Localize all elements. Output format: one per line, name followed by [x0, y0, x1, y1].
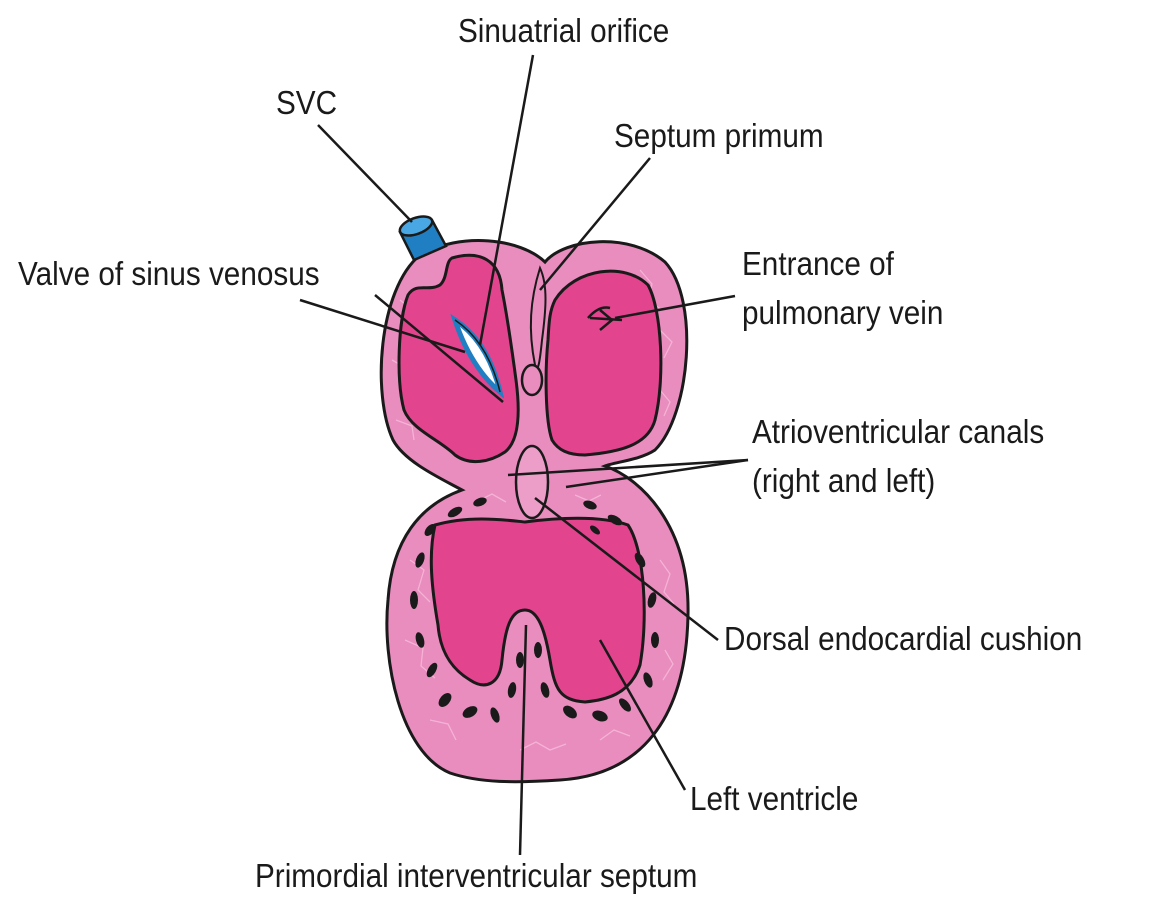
foramen — [522, 365, 542, 395]
label-entrance-of: Entrance of — [742, 245, 894, 283]
label-svc: SVC — [276, 84, 337, 122]
left-atrium-cavity — [546, 271, 661, 455]
dorsal-endocardial-cushion — [516, 446, 548, 518]
label-septum-primum: Septum primum — [614, 117, 824, 155]
label-primordial-interventricular-septum: Primordial interventricular septum — [255, 857, 697, 895]
label-left-ventricle: Left ventricle — [690, 780, 858, 818]
label-dorsal-endocardial-cushion: Dorsal endocardial cushion — [724, 620, 1082, 658]
label-right-and-left: (right and left) — [752, 462, 935, 500]
label-valve-of-sinus-venosus: Valve of sinus venosus — [18, 255, 320, 293]
label-sinuatrial-orifice: Sinuatrial orifice — [458, 12, 669, 50]
label-atrioventricular-canals: Atrioventricular canals — [752, 413, 1044, 451]
label-pulmonary-vein: pulmonary vein — [742, 294, 943, 332]
leader-svc — [318, 125, 412, 222]
